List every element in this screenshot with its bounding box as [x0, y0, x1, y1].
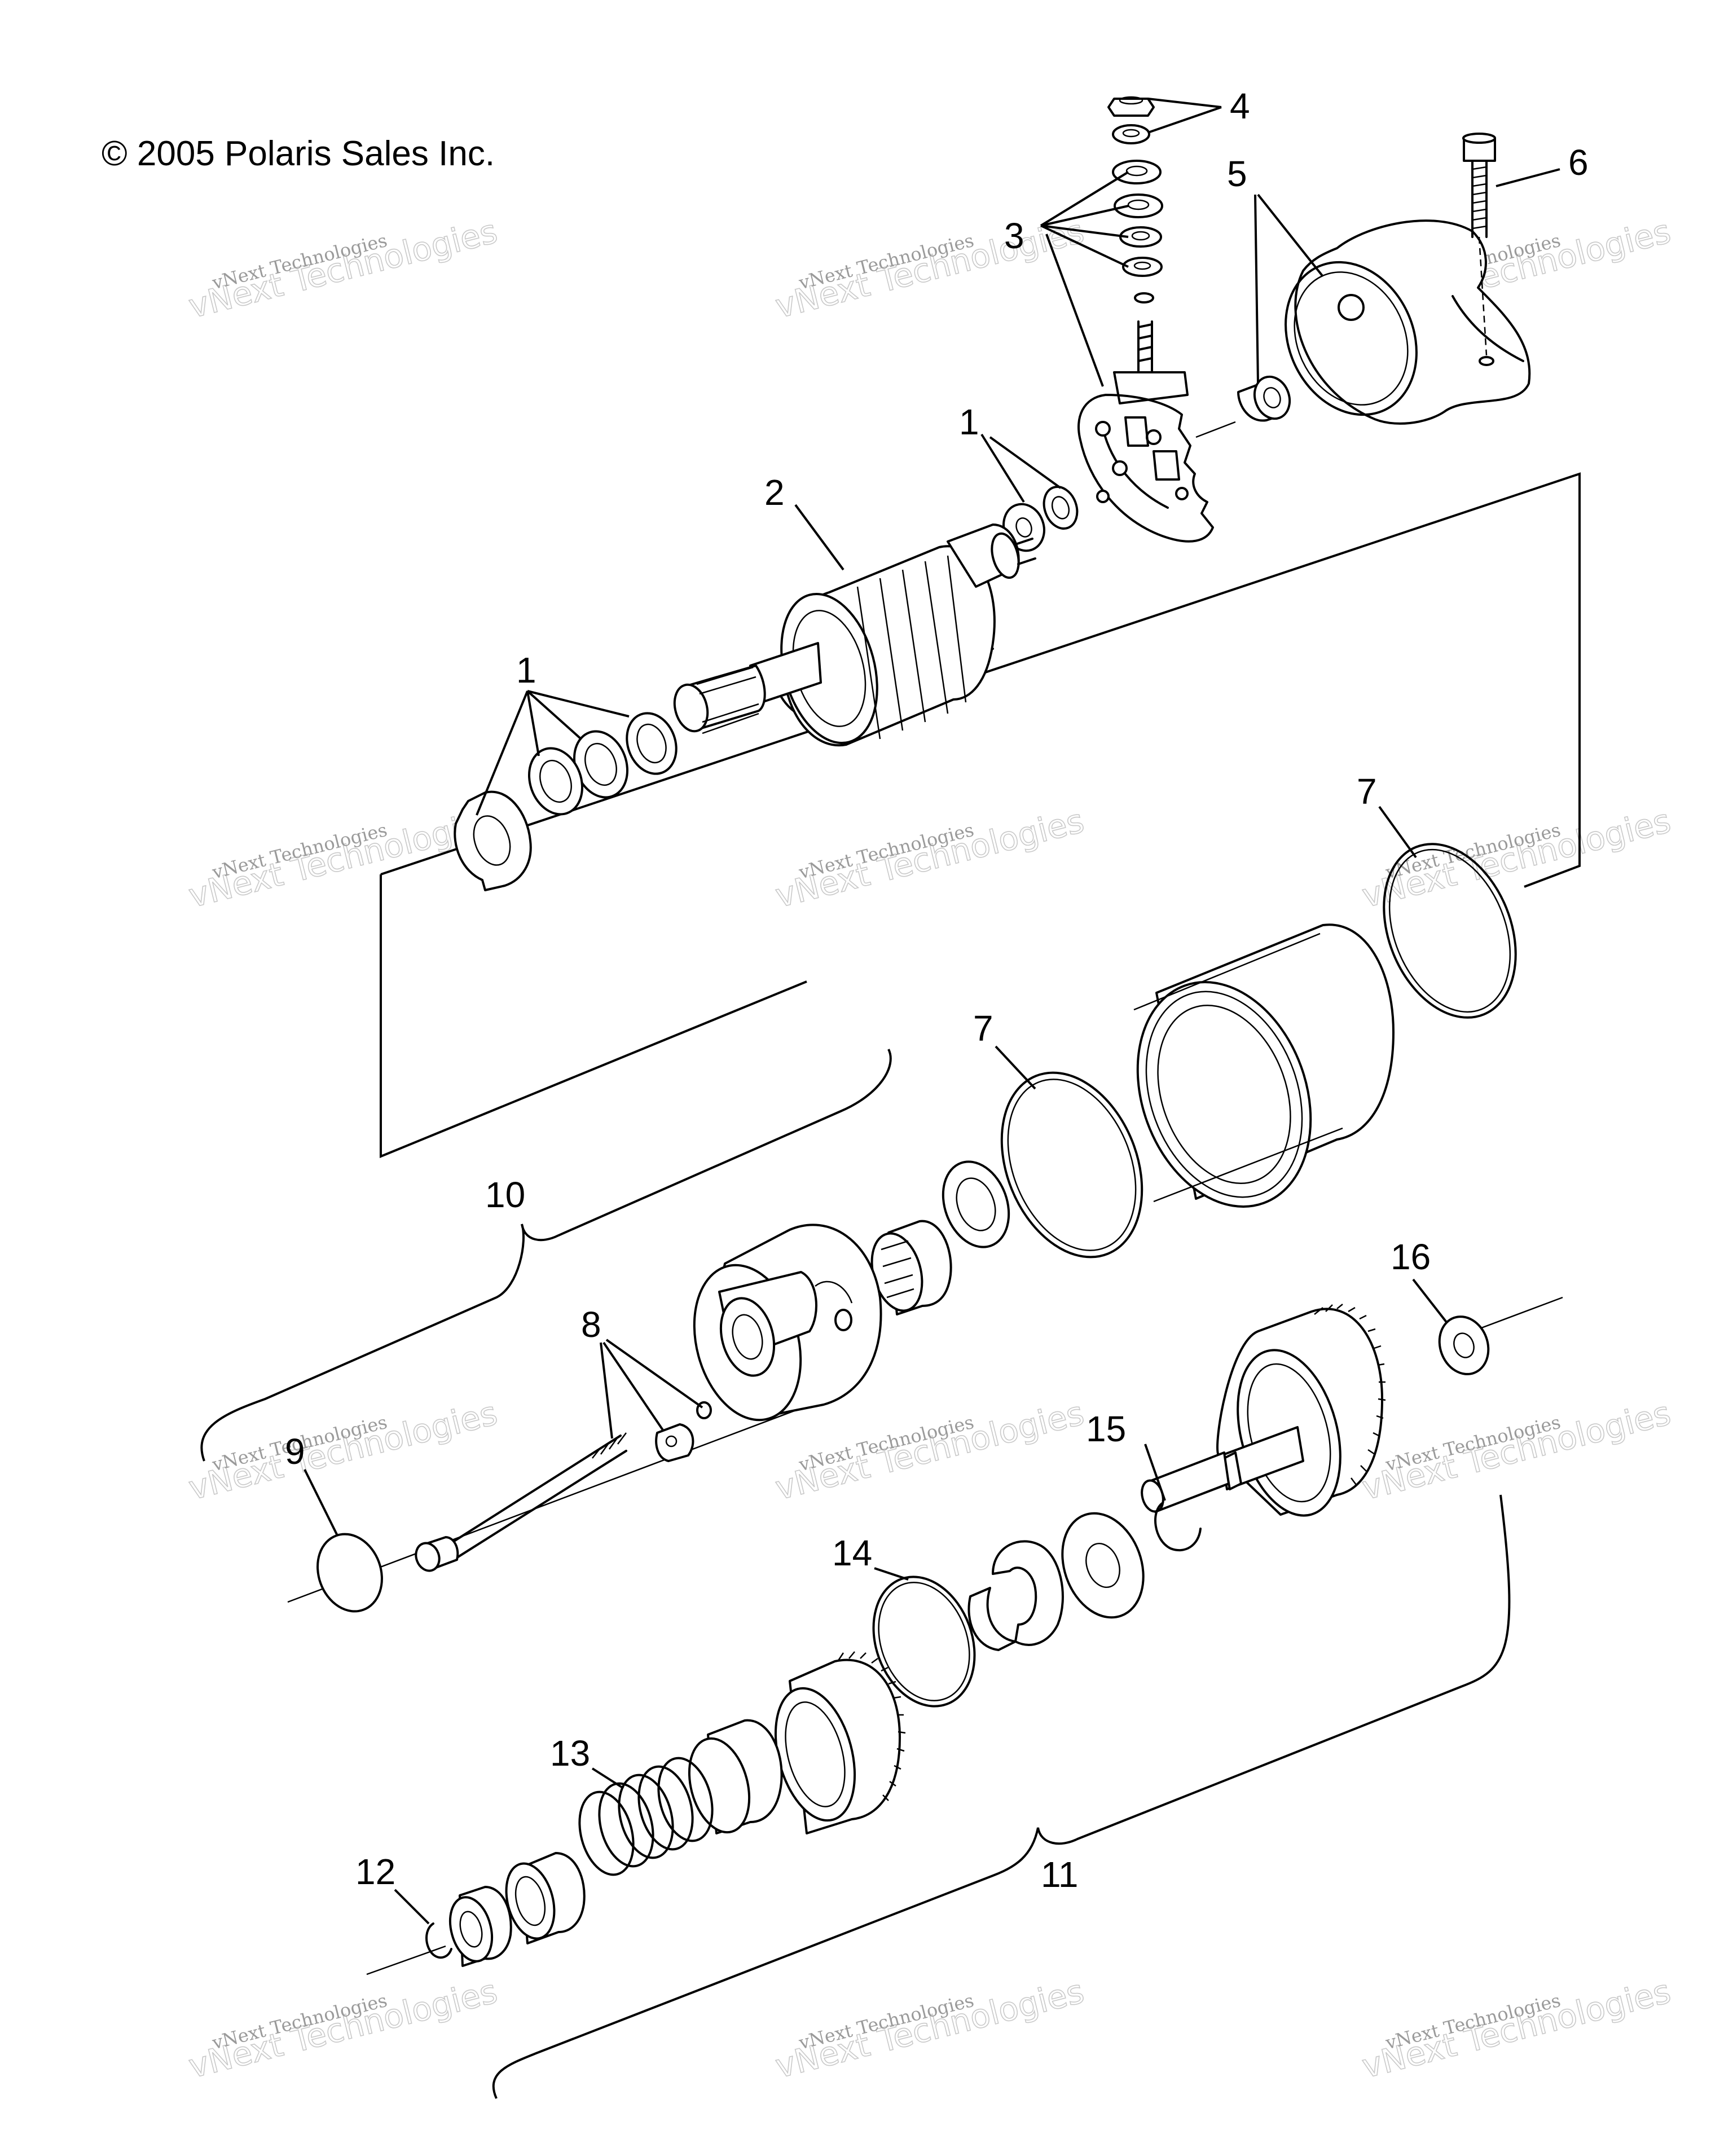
callout-13: 13 — [550, 1733, 590, 1774]
callout-5: 5 — [1227, 153, 1247, 194]
callout-11: 11 — [1041, 1854, 1078, 1895]
watermark: vNext Technologies vNext Technologies — [184, 1393, 502, 1508]
leader-lines — [304, 98, 1560, 1925]
part-15-circlip — [1154, 1502, 1202, 1552]
bearing — [942, 1160, 1010, 1248]
pinion-shaft-gear — [1141, 1304, 1386, 1517]
part-8-through-bolt — [415, 1401, 712, 1572]
collar — [688, 1719, 783, 1834]
stop-collar — [505, 1852, 586, 1944]
callout-labels: 1 1 2 3 4 5 6 7 7 8 9 10 11 12 13 14 15 … — [285, 86, 1589, 1895]
callout-1-left: 1 — [516, 650, 536, 690]
part-7-oring-right — [1383, 843, 1517, 1019]
watermark: vNext Technologies vNext Technologies — [771, 801, 1088, 916]
callout-14: 14 — [832, 1533, 872, 1573]
part-9-disc — [316, 1533, 383, 1613]
axis-line — [1472, 1296, 1563, 1332]
axis-line — [366, 1945, 446, 1975]
part-12-snap-ring — [425, 1922, 452, 1959]
callout-7-left: 7 — [973, 1008, 993, 1049]
callout-1-top: 1 — [959, 402, 979, 442]
yoke-housing — [1133, 923, 1395, 1208]
part-1-washers-left — [454, 712, 678, 891]
part-3-washers — [1112, 160, 1163, 373]
part-4-nuts — [1107, 96, 1155, 144]
watermark: vNext Technologies vNext Technologies — [184, 801, 502, 916]
watermark: vNext Technologies vNext Technologies — [184, 212, 502, 326]
part-2-armature — [673, 523, 1036, 747]
callout-7-right: 7 — [1357, 771, 1377, 812]
thrust-washer — [1061, 1512, 1145, 1619]
watermark: vNext Technologies vNext Technologies — [184, 1972, 502, 2086]
watermark: vNext Technologies vNext Technologies — [771, 212, 1088, 326]
pinion-gear — [774, 1651, 906, 1834]
callout-15: 15 — [1086, 1409, 1126, 1449]
stop-ring — [449, 1886, 512, 1967]
watermark: vNext Technologies vNext Technologies — [771, 1972, 1088, 2086]
part-13-spring — [578, 1757, 714, 1876]
callout-4: 4 — [1230, 86, 1250, 126]
brace-10 — [200, 1049, 892, 1462]
clutch-segments — [967, 1540, 1064, 1651]
brace-11 — [492, 1494, 1511, 2099]
callout-9: 9 — [285, 1431, 305, 1472]
watermark: vNext Technologies vNext Technologies — [1358, 1393, 1675, 1508]
part-5-end-cap — [1237, 219, 1531, 425]
callout-6: 6 — [1568, 142, 1589, 183]
drive-end-housing — [693, 1224, 882, 1422]
callout-8: 8 — [581, 1304, 601, 1345]
callout-2: 2 — [764, 472, 785, 513]
copyright-notice: © 2005 Polaris Sales Inc. — [102, 134, 495, 173]
callout-10: 10 — [485, 1174, 525, 1215]
part-7-oring-left — [1000, 1071, 1143, 1259]
axis-line — [1195, 421, 1236, 438]
watermark-group: vNext Technologies vNext Technologies vN… — [184, 212, 1675, 2086]
assembly-outline-left — [380, 874, 807, 1158]
callout-3: 3 — [1004, 215, 1024, 256]
part-16-washer — [1438, 1315, 1490, 1375]
callout-16: 16 — [1391, 1237, 1431, 1277]
part-14-ring — [872, 1576, 976, 1708]
brush-plate — [1077, 371, 1214, 543]
callout-12: 12 — [355, 1851, 395, 1892]
part-6-bolt — [1462, 133, 1496, 356]
watermark: vNext Technologies vNext Technologies — [1358, 1972, 1675, 2086]
needle-bearing — [870, 1220, 952, 1315]
